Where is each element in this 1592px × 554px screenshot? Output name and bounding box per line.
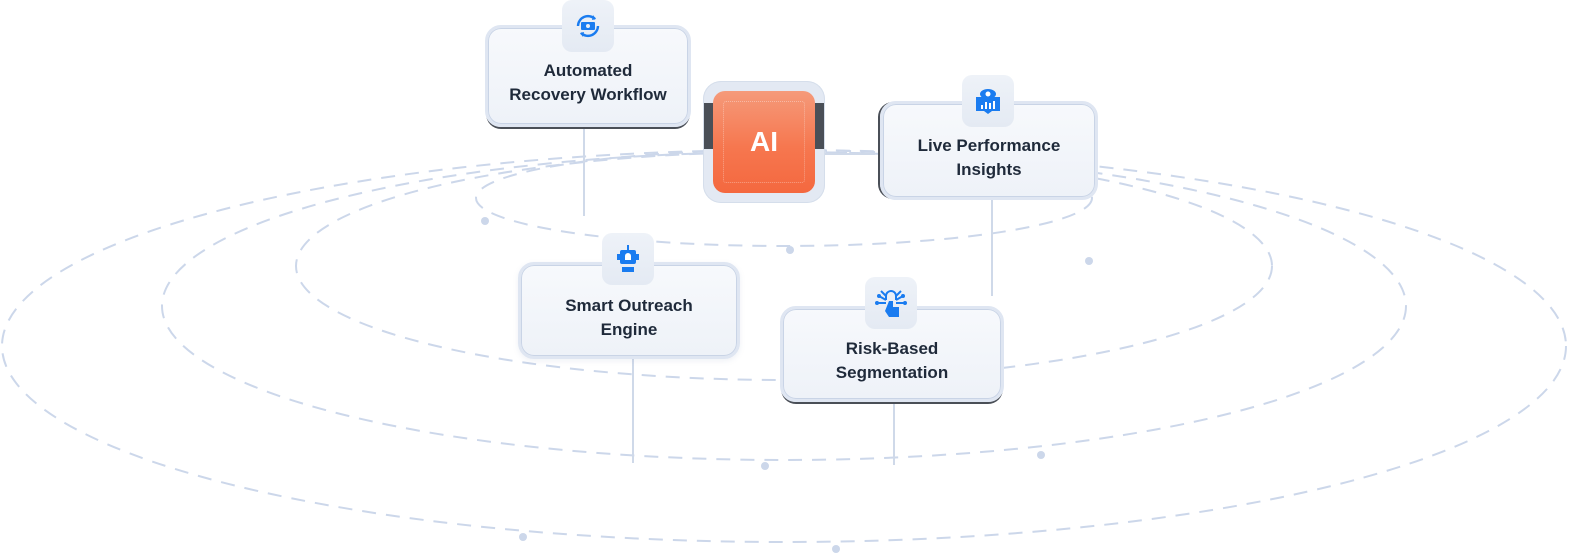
node-smart-outreach-engine[interactable]: Smart Outreach Engine (518, 262, 740, 359)
orbit-dot (832, 545, 840, 553)
connector-ai-insights (825, 153, 875, 155)
robot-bell-icon (602, 233, 654, 285)
connector-segmentation (893, 401, 895, 465)
node-label: Smart Outreach Engine (565, 295, 693, 339)
ai-label: AI (750, 126, 778, 157)
orbit-dot (519, 533, 527, 541)
orbit-dot (1037, 451, 1045, 459)
ai-chip-circuit (723, 101, 805, 183)
orbit-dot (761, 462, 769, 470)
touch-network-icon (865, 277, 917, 329)
connector-insights (991, 198, 993, 296)
connector-outreach (632, 357, 634, 463)
ai-chip-pin-left (704, 103, 714, 149)
node-label: Automated Recovery Workflow (509, 61, 667, 104)
orbit-ring-inner (475, 149, 1093, 247)
orbit-dot (1085, 257, 1093, 265)
orbit-dot (786, 246, 794, 254)
eye-chart-icon (962, 75, 1014, 127)
money-cycle-icon (562, 0, 614, 52)
node-label: Live Performance Insights (917, 135, 1061, 179)
orbit-dot (481, 217, 489, 225)
orbit-ring-outer (1, 149, 1567, 543)
ai-chip-pin-right (814, 103, 824, 149)
orbit-ring-2 (295, 151, 1273, 381)
ai-chip[interactable]: AI (713, 91, 815, 193)
node-label: Risk-Based Segmentation (835, 339, 949, 382)
connector-recovery (583, 126, 585, 216)
